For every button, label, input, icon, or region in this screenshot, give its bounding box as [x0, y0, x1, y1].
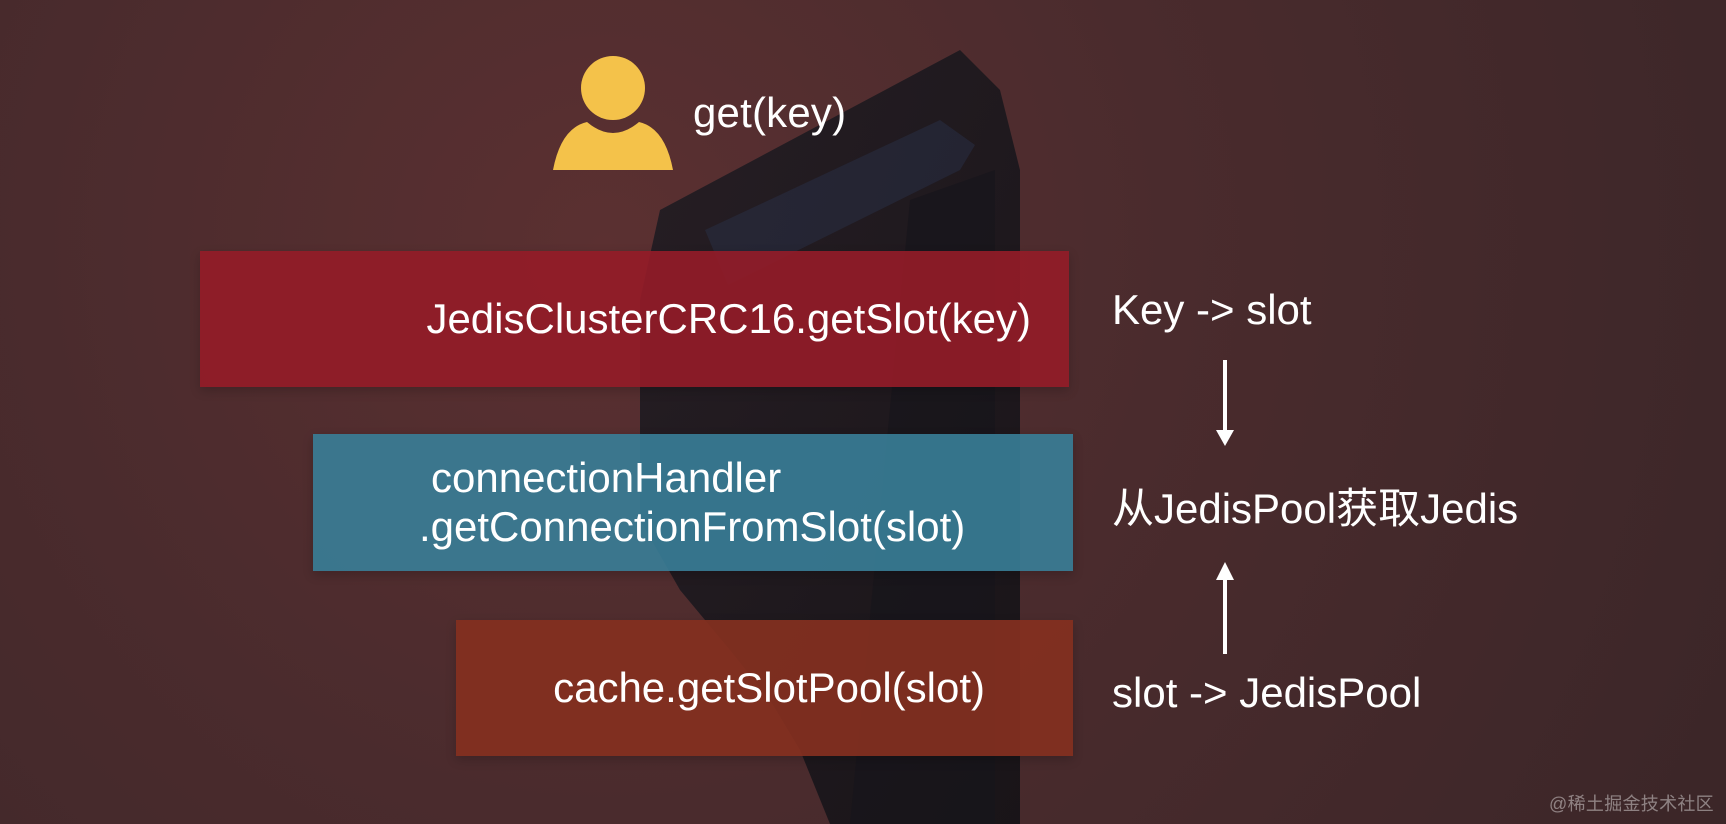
- cache-slot-pool-bar: cache.getSlotPool(slot): [456, 620, 1073, 756]
- user-icon: [553, 56, 673, 170]
- connection-handler-line-1: connectionHandler: [431, 454, 782, 502]
- arrow-up-icon: [1216, 562, 1234, 654]
- connection-handler-line-2: .getConnectionFromSlot(slot): [419, 502, 966, 550]
- jedis-cluster-crc16-bar: JedisClusterCRC16.getSlot(key): [200, 251, 1069, 387]
- connection-handler-bar: connectionHandler .getConnectionFromSlot…: [313, 434, 1073, 571]
- crc16-label: JedisClusterCRC16.getSlot(key): [426, 294, 1031, 342]
- arrow-down-icon: [1216, 360, 1234, 446]
- cache-slot-pool-label: cache.getSlotPool(slot): [553, 663, 985, 711]
- slot-to-jedis-pool-label: slot -> JedisPool: [1112, 669, 1422, 716]
- from-jedis-pool-label: 从JedisPool获取Jedis: [1112, 485, 1519, 532]
- watermark: @稀土掘金技术社区: [1549, 794, 1714, 814]
- connection-handler-text: connectionHandler .getConnectionFromSlot…: [313, 454, 1016, 550]
- get-key-label: get(key): [693, 89, 847, 136]
- key-to-slot-label: Key -> slot: [1112, 286, 1312, 333]
